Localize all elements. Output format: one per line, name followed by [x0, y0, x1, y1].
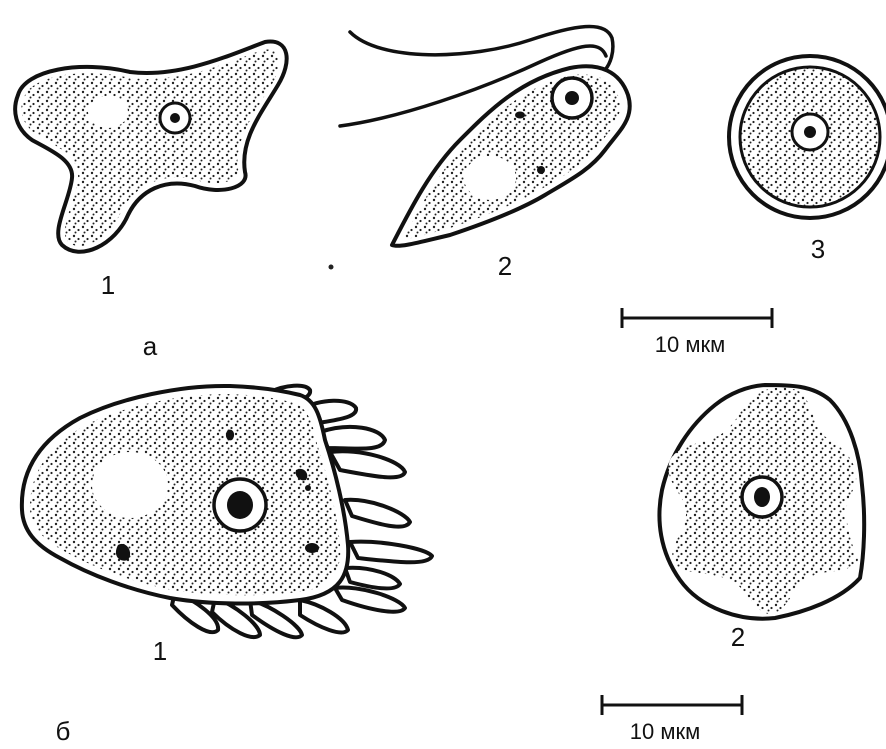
- nucleus: [160, 103, 190, 133]
- section-b-letter: б: [56, 716, 71, 746]
- cell-b1-number: 1: [153, 636, 167, 666]
- nucleus: [742, 477, 782, 517]
- cell-a3-number: 3: [811, 234, 825, 264]
- cell-a1-amoeboid: 1: [15, 42, 287, 300]
- speck: [329, 265, 334, 270]
- nucleus: [792, 114, 828, 150]
- cell-a2-number: 2: [498, 251, 512, 281]
- nucleus: [552, 78, 592, 118]
- cell-a1-number: 1: [101, 270, 115, 300]
- cell-b2-star-cyst: 2: [659, 385, 864, 652]
- scale-bar-b: 10 мкм: [602, 695, 742, 744]
- cell-b2-number: 2: [731, 622, 745, 652]
- nucleus: [214, 479, 266, 531]
- scale-bar-b-label: 10 мкм: [630, 719, 700, 744]
- section-a-letter: а: [143, 331, 158, 361]
- scale-bar-a-label: 10 мкм: [655, 332, 725, 357]
- vacuole: [92, 452, 168, 518]
- cell-b1-amoeba: 1: [22, 386, 432, 666]
- vacuole: [464, 156, 516, 200]
- vacuole: [88, 96, 128, 128]
- scale-bar-a: 10 мкм: [622, 308, 772, 357]
- cell-a3-cyst: 3: [729, 56, 886, 264]
- cell-a2-flagellate: 2: [340, 26, 630, 281]
